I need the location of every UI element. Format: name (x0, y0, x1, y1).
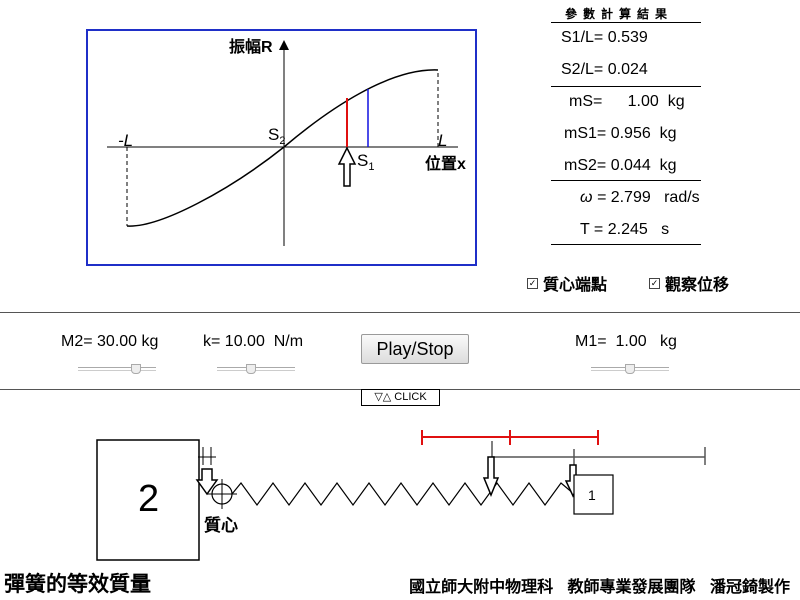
checkbox-box[interactable]: ✓ (527, 277, 538, 289)
block-edge-arrow (195, 468, 219, 496)
app-title: 彈簧的等效質量 (4, 573, 151, 596)
block-1[interactable] (573, 474, 614, 515)
x-axis-label: 位置x (425, 154, 466, 173)
control-bar-top-border (0, 312, 800, 313)
ms-row: mS= 1.00 kg (569, 93, 685, 110)
k-readout: k= 10.00 N/m (203, 333, 304, 350)
m2-slider[interactable] (78, 364, 156, 374)
play-stop-button[interactable]: Play/Stop (361, 334, 469, 364)
neg-L-label: -L (118, 131, 133, 150)
spring (231, 481, 575, 507)
m1-slider[interactable] (591, 364, 669, 374)
s1-pointer-arrow[interactable] (337, 146, 357, 187)
click-toggle-tab[interactable]: ▽△ CLICK (361, 389, 440, 406)
block-1-label: 1 (588, 487, 596, 503)
s2-ratio-row: S2/L= 0.024 (561, 61, 648, 78)
y-axis-arrow (279, 40, 289, 50)
checkbox-box[interactable]: ✓ (649, 277, 660, 289)
credit-text: 國立師大附中物理科 教師專業發展團隊 潘冠錡製作 (409, 579, 790, 596)
block-2-label: 2 (138, 478, 159, 520)
results-title: 參數計算結果 (565, 7, 674, 21)
amplitude-graph: 振幅R 位置x -L L S2 S1 (86, 29, 477, 266)
s1-ratio-row: S1/L= 0.539 (561, 29, 648, 46)
k-slider[interactable] (217, 364, 295, 374)
spring-point-arrow (482, 456, 500, 497)
m2-readout: M2= 30.00 kg (61, 333, 159, 350)
s2-label: S2 (268, 125, 285, 147)
block-2[interactable] (96, 439, 200, 561)
amplitude-curve (126, 69, 439, 227)
slider-thumb[interactable] (131, 364, 142, 374)
results-divider-2 (551, 86, 701, 87)
results-divider-3 (551, 180, 701, 181)
slider-thumb[interactable] (625, 364, 635, 374)
m1-readout: M1= 1.00 kg (575, 333, 677, 350)
results-divider-4 (551, 244, 701, 245)
L-label: L (438, 131, 447, 150)
omega-row: ω = 2.799 rad/s (580, 189, 700, 206)
results-divider-1 (551, 22, 701, 23)
center-of-mass-checkbox[interactable]: ✓ 質心端點 (527, 277, 608, 294)
s1-label: S1 (357, 151, 374, 173)
spring-mass-scene: 2 質心 1 (96, 430, 706, 561)
ms1-row: mS1= 0.956 kg (564, 125, 677, 142)
period-row: T = 2.245 s (580, 221, 670, 238)
ms2-row: mS2= 0.044 kg (564, 157, 677, 174)
slider-thumb[interactable] (245, 364, 256, 374)
observe-displacement-checkbox[interactable]: ✓ 觀察位移 (649, 277, 730, 294)
graph-frame (86, 29, 477, 266)
center-of-mass-label: 質心 (204, 515, 238, 535)
y-axis-label: 振幅R (229, 37, 273, 56)
